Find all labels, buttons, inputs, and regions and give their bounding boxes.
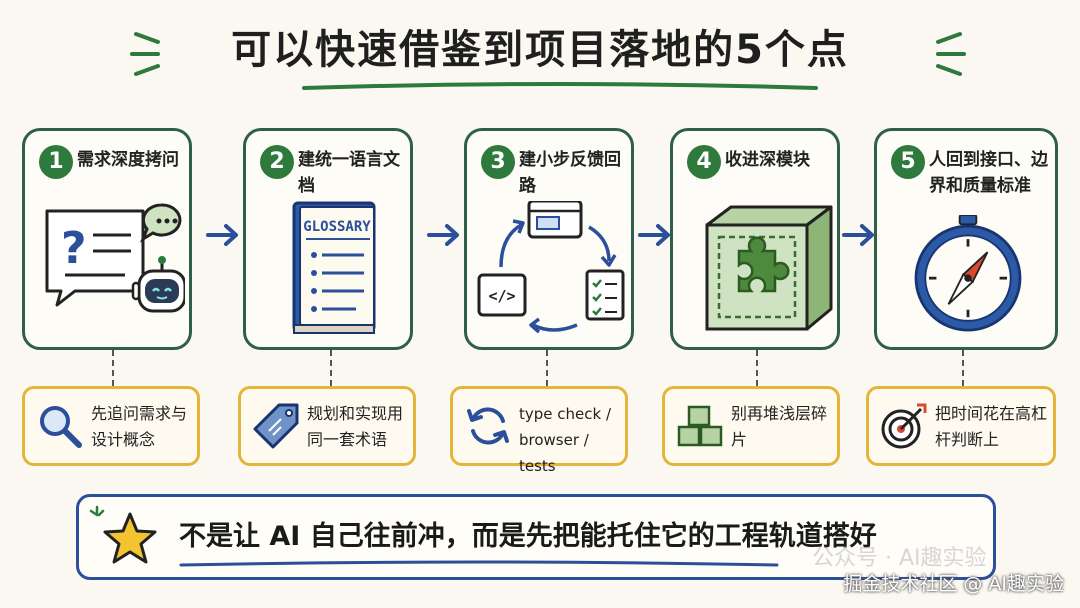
page-title: 可以快速借鉴到项目落地的5个点 [231,27,849,73]
takeaway-text: 把时间花在高杠杆判断上 [935,404,1048,449]
banner-underline [179,560,779,567]
takeaway-text: 规划和实现用同一套术语 [307,404,404,449]
book-label: GLOSSARY [303,219,371,235]
connector-line [962,350,966,386]
spark-icon [89,505,105,517]
step-title: 需求深度拷问 [77,150,179,170]
step-card-3: 3 建小步反馈回路 </> [464,128,634,350]
step-title: 建统一语言文档 [298,150,400,196]
magnifier-icon [40,406,82,448]
refresh-icon [467,407,509,445]
title-spark-right-icon [936,32,966,76]
step-number: 3 [481,145,515,179]
step-number: 1 [39,145,73,179]
takeaway-card-2: 规划和实现用同一套术语 [238,386,416,466]
connector-line [756,350,760,386]
watermark: 掘金技术社区 @ AI趣实验 [843,573,1064,595]
takeaway-text: type check / browser / tests [519,405,612,475]
step-card-1: 1 需求深度拷问 ? [22,128,192,350]
takeaway-card-4: 别再堆浅层碎片 [662,386,840,466]
step-card-4: 4 收进深模块 [670,128,840,350]
step-number: 4 [687,145,721,179]
takeaway-text: 别再堆浅层碎片 [731,404,828,449]
takeaway-card-3: type check / browser / tests [450,386,628,475]
target-icon [881,403,927,449]
feedback-loop-icon: </> [477,201,625,334]
step-number: 2 [260,145,294,179]
svg-text:</>: </> [488,287,515,305]
watermark-back: 公众号 · AI趣实验 [812,546,987,571]
takeaway-card-5: 把时间花在高杠杆判断上 [866,386,1056,466]
title-spark-left-icon [130,32,160,76]
arrow-right-icon [427,224,459,246]
summary-banner: 不是让 AI 自己往前冲，而是先把能托住它的工程轨道搭好 [76,494,996,580]
question-robot-icon: ? [45,203,185,313]
step-title: 建小步反馈回路 [519,150,621,196]
arrow-right-icon [638,224,670,246]
compass-icon [914,215,1022,332]
step-title: 人回到接口、边界和质量标准 [929,150,1048,196]
tag-icon [253,403,299,449]
svg-text:?: ? [61,223,87,274]
connector-line [330,350,334,386]
takeaway-text: 先追问需求与设计概念 [91,404,188,449]
banner-text: 不是让 AI 自己往前冲，而是先把能托住它的工程轨道搭好 [179,521,877,552]
star-icon [103,512,157,564]
arrow-right-icon [206,224,238,246]
connector-line [112,350,116,386]
step-card-5: 5 人回到接口、边界和质量标准 [874,128,1058,350]
takeaway-card-1: 先追问需求与设计概念 [22,386,200,466]
step-card-2: 2 建统一语言文档 GLOSSARY [243,128,413,350]
glossary-book-icon: GLOSSARY [292,201,376,334]
arrow-right-icon [842,224,874,246]
step-number: 5 [891,145,925,179]
title-underline [302,82,818,90]
step-title: 收进深模块 [725,150,810,170]
connector-line [546,350,550,386]
puzzle-cube-icon [705,205,833,331]
blocks-icon [677,405,723,447]
